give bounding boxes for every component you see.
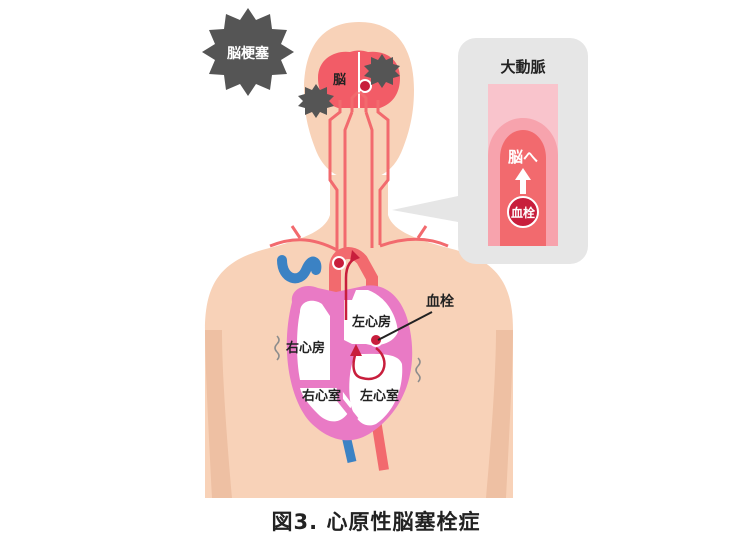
arm-shadow-left (205, 330, 232, 498)
subclavian-left (269, 238, 338, 252)
aorta-panel-clot (507, 196, 539, 228)
right-ventricle-label: 右心室 (301, 388, 341, 404)
aorta-title: 大動脈 (500, 58, 545, 76)
vertebral-left (343, 111, 354, 252)
flow-arrow-ventricle-head (350, 344, 362, 356)
septum (335, 299, 359, 422)
flow-arrow-ventricle (352, 347, 386, 381)
beat-squiggle-left (274, 335, 280, 361)
left-atrium-chamber (344, 290, 398, 346)
right-atrium-chamber (297, 300, 330, 380)
subclavian-right (379, 237, 449, 248)
stroke-badge-label: 脳梗塞 (227, 45, 270, 62)
callout-line (377, 311, 433, 341)
up-arrow-icon (515, 168, 531, 194)
carotid-right (376, 100, 390, 245)
carotid-left (328, 100, 342, 255)
figure-caption: 図3. 心原性脳塞栓症 (271, 510, 481, 534)
subclavian-right-branch (416, 225, 428, 239)
stroke-badge-shape (202, 8, 294, 96)
clot-callout: 血栓 (377, 293, 454, 341)
left-atrium-label: 左心房 (352, 314, 391, 330)
left-ventricle-chamber (349, 353, 403, 426)
beat-squiggle-right (415, 357, 421, 383)
vertebral-right (364, 111, 374, 248)
inner-carotid-b (358, 90, 368, 112)
aorta-clot (332, 256, 346, 270)
arm-shadow-right (486, 330, 513, 498)
descending-aorta (371, 419, 389, 471)
neck-arteries (269, 90, 449, 255)
clot-callout-label: 血栓 (426, 293, 454, 310)
brain-label: 脳 (333, 73, 346, 88)
left-ventricle-label: 左心室 (360, 388, 399, 404)
small-burst-left (298, 84, 334, 118)
flow-arrow-aorta-head (350, 250, 360, 262)
small-burst-right (364, 54, 400, 88)
aorta-zoom-panel: 大動脈 脳へ 血栓 (392, 38, 588, 264)
to-brain-label: 脳へ (508, 148, 538, 166)
panel-pointer (392, 196, 458, 222)
brain-clot-site (358, 79, 372, 93)
heart-clot (369, 333, 383, 347)
subclavian-left-branch (290, 225, 302, 239)
clot-in-aorta-label: 血栓 (511, 205, 535, 220)
right-atrium-label: 右心房 (285, 340, 325, 356)
stroke-badge: 脳梗塞 (202, 8, 400, 118)
inner-carotid-a (350, 90, 360, 112)
heart: 左心房 右心房 右心室 左心室 (274, 247, 421, 471)
superior-vena-cava (277, 255, 322, 284)
